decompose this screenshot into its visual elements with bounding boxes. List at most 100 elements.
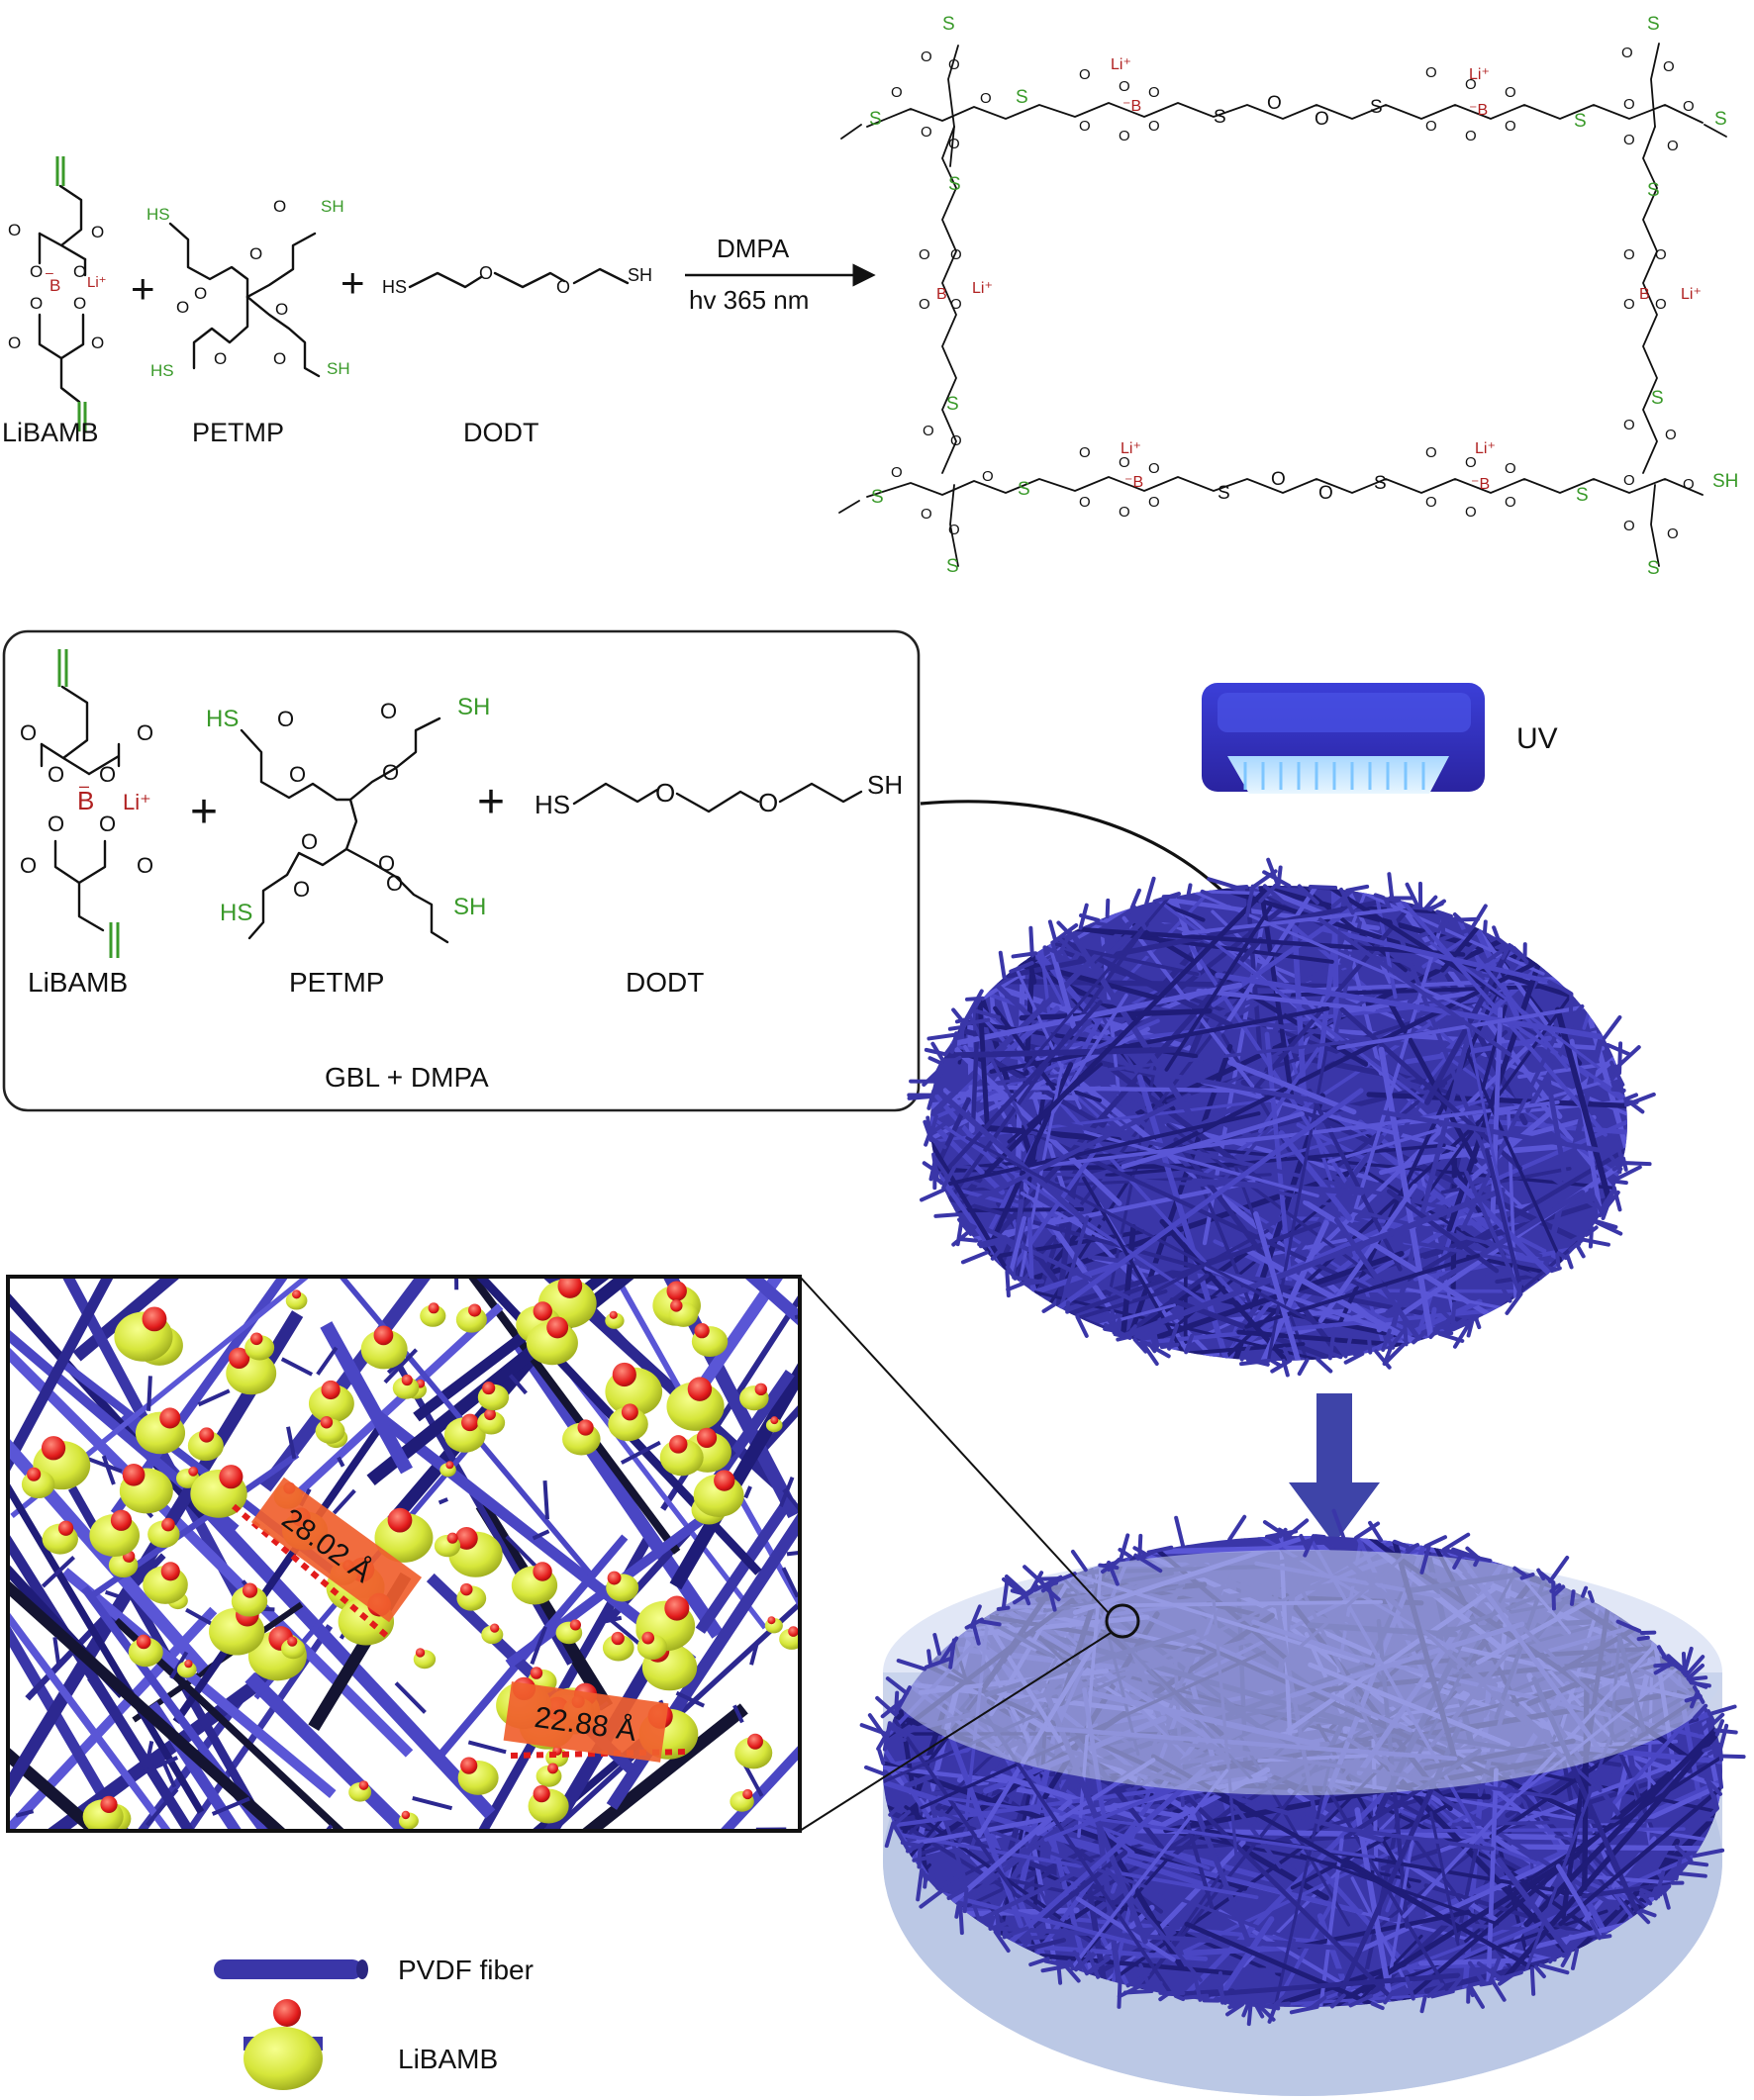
svg-text:O: O <box>556 277 570 297</box>
svg-text:–: – <box>79 776 89 796</box>
svg-text:O: O <box>1271 469 1286 490</box>
svg-text:Li⁺: Li⁺ <box>1469 66 1490 83</box>
svg-text:HS: HS <box>146 205 170 224</box>
svg-text:O: O <box>1079 444 1091 461</box>
gel-polymer-electrolyte-disk <box>859 1508 1746 2096</box>
dodt-label-top: DODT <box>463 418 539 447</box>
libamb-label-panel: LiBAMB <box>28 967 128 998</box>
svg-text:O: O <box>8 221 21 239</box>
petmp-label-top: PETMP <box>192 418 284 447</box>
svg-text:⁻B: ⁻B <box>1124 474 1143 491</box>
svg-text:O: O <box>1667 525 1679 542</box>
svg-text:O: O <box>1623 518 1635 534</box>
svg-text:O: O <box>1663 58 1675 75</box>
svg-text:O: O <box>1079 494 1091 511</box>
zoomed-network-view: 28.02 Å 22.88 Å <box>6 1275 802 1833</box>
reaction-arrow-top-text: DMPA <box>717 234 790 263</box>
legend-fiber-swatch <box>214 1959 368 1979</box>
svg-text:–: – <box>46 264 53 280</box>
svg-text:O: O <box>194 284 207 303</box>
svg-text:O: O <box>137 720 153 745</box>
svg-text:O: O <box>1623 246 1635 263</box>
svg-text:HS: HS <box>535 790 570 819</box>
svg-text:O: O <box>1623 417 1635 433</box>
svg-text:⁻B: ⁻B <box>1471 476 1490 493</box>
svg-text:S: S <box>1647 558 1660 579</box>
top-reaction-scheme: O O O O B – Li⁺ O O O O LiBAMB + HS O O … <box>2 14 1738 579</box>
svg-text:O: O <box>1465 504 1477 521</box>
svg-text:SH: SH <box>867 770 903 800</box>
svg-text:O: O <box>1315 109 1329 130</box>
svg-text:Li⁺: Li⁺ <box>972 280 993 297</box>
svg-text:S: S <box>1218 483 1230 504</box>
svg-text:O: O <box>1148 118 1160 135</box>
svg-text:SH: SH <box>327 359 350 378</box>
svg-text:O: O <box>1623 296 1635 313</box>
svg-text:⁻B: ⁻B <box>1122 98 1141 115</box>
svg-text:O: O <box>1465 454 1477 471</box>
svg-text:O: O <box>99 762 116 787</box>
svg-text:O: O <box>30 262 43 281</box>
svg-text:O: O <box>249 244 262 263</box>
svg-text:O: O <box>137 853 153 878</box>
distance-line-1 <box>232 1503 390 1640</box>
svg-text:O: O <box>20 720 37 745</box>
process-down-arrow <box>1289 1393 1380 1544</box>
svg-text:S: S <box>1374 473 1387 494</box>
svg-text:O: O <box>1505 460 1516 477</box>
svg-text:⁻B: ⁻B <box>1469 102 1488 119</box>
svg-text:S: S <box>1647 180 1660 201</box>
svg-text:O: O <box>758 788 778 817</box>
svg-text:S: S <box>1576 485 1589 506</box>
svg-text:HS: HS <box>382 277 407 297</box>
svg-text:O: O <box>1667 138 1679 154</box>
legend: PVDF fiber LiBAMB <box>214 1955 534 2090</box>
svg-text:B: B <box>936 286 947 303</box>
svg-text:O: O <box>919 296 930 313</box>
svg-text:O: O <box>1683 476 1695 493</box>
svg-text:O: O <box>921 124 932 141</box>
polymer-network-product: S S S S S S S S S S S S S SH S S S S S S… <box>838 14 1738 579</box>
petmp-structure-small: HS O O O SH O O O O HS SH <box>146 197 350 380</box>
svg-text:O: O <box>891 464 903 481</box>
libamb-structure-large: O O O O B – Li⁺ O O O O <box>20 649 153 958</box>
svg-text:S: S <box>1651 388 1664 409</box>
legend-libamb-swatch <box>244 1999 323 2090</box>
svg-text:S: S <box>1370 97 1383 118</box>
svg-text:Li⁺: Li⁺ <box>87 274 107 291</box>
svg-text:O: O <box>921 48 932 65</box>
svg-text:O: O <box>655 778 675 808</box>
uv-label: UV <box>1516 722 1558 755</box>
svg-text:O: O <box>1665 427 1677 443</box>
svg-text:O: O <box>1119 454 1130 471</box>
svg-text:O: O <box>378 851 395 876</box>
svg-text:O: O <box>73 262 86 281</box>
svg-text:O: O <box>1119 78 1130 95</box>
dodt-label-panel: DODT <box>626 967 704 998</box>
svg-text:HS: HS <box>150 361 174 380</box>
solvent-label: GBL + DMPA <box>325 1062 489 1093</box>
svg-text:O: O <box>289 762 306 787</box>
svg-text:O: O <box>293 877 310 902</box>
svg-text:Li⁺: Li⁺ <box>1121 440 1141 457</box>
precursor-panel: O O O O B – Li⁺ O O O O LiBAMB + HS O O … <box>2 629 921 1112</box>
svg-text:O: O <box>380 699 397 723</box>
svg-text:O: O <box>91 334 104 352</box>
svg-text:HS: HS <box>206 706 239 732</box>
svg-text:O: O <box>20 853 37 878</box>
svg-text:O: O <box>1148 84 1160 101</box>
svg-text:O: O <box>1505 118 1516 135</box>
svg-text:O: O <box>950 432 962 449</box>
svg-text:O: O <box>30 294 43 313</box>
svg-text:O: O <box>948 56 960 73</box>
libamb-structure-small: O O O O B – Li⁺ O O O O <box>8 156 107 431</box>
svg-text:O: O <box>214 349 227 368</box>
svg-text:O: O <box>1119 128 1130 144</box>
petmp-structure-large: HS O O O O SH O O HS O O SH <box>206 694 490 944</box>
svg-text:O: O <box>48 811 64 836</box>
svg-text:SH: SH <box>457 694 490 720</box>
svg-text:O: O <box>382 760 399 785</box>
reaction-arrow-bottom-text: hv 365 nm <box>689 285 809 315</box>
svg-text:O: O <box>1148 460 1160 477</box>
